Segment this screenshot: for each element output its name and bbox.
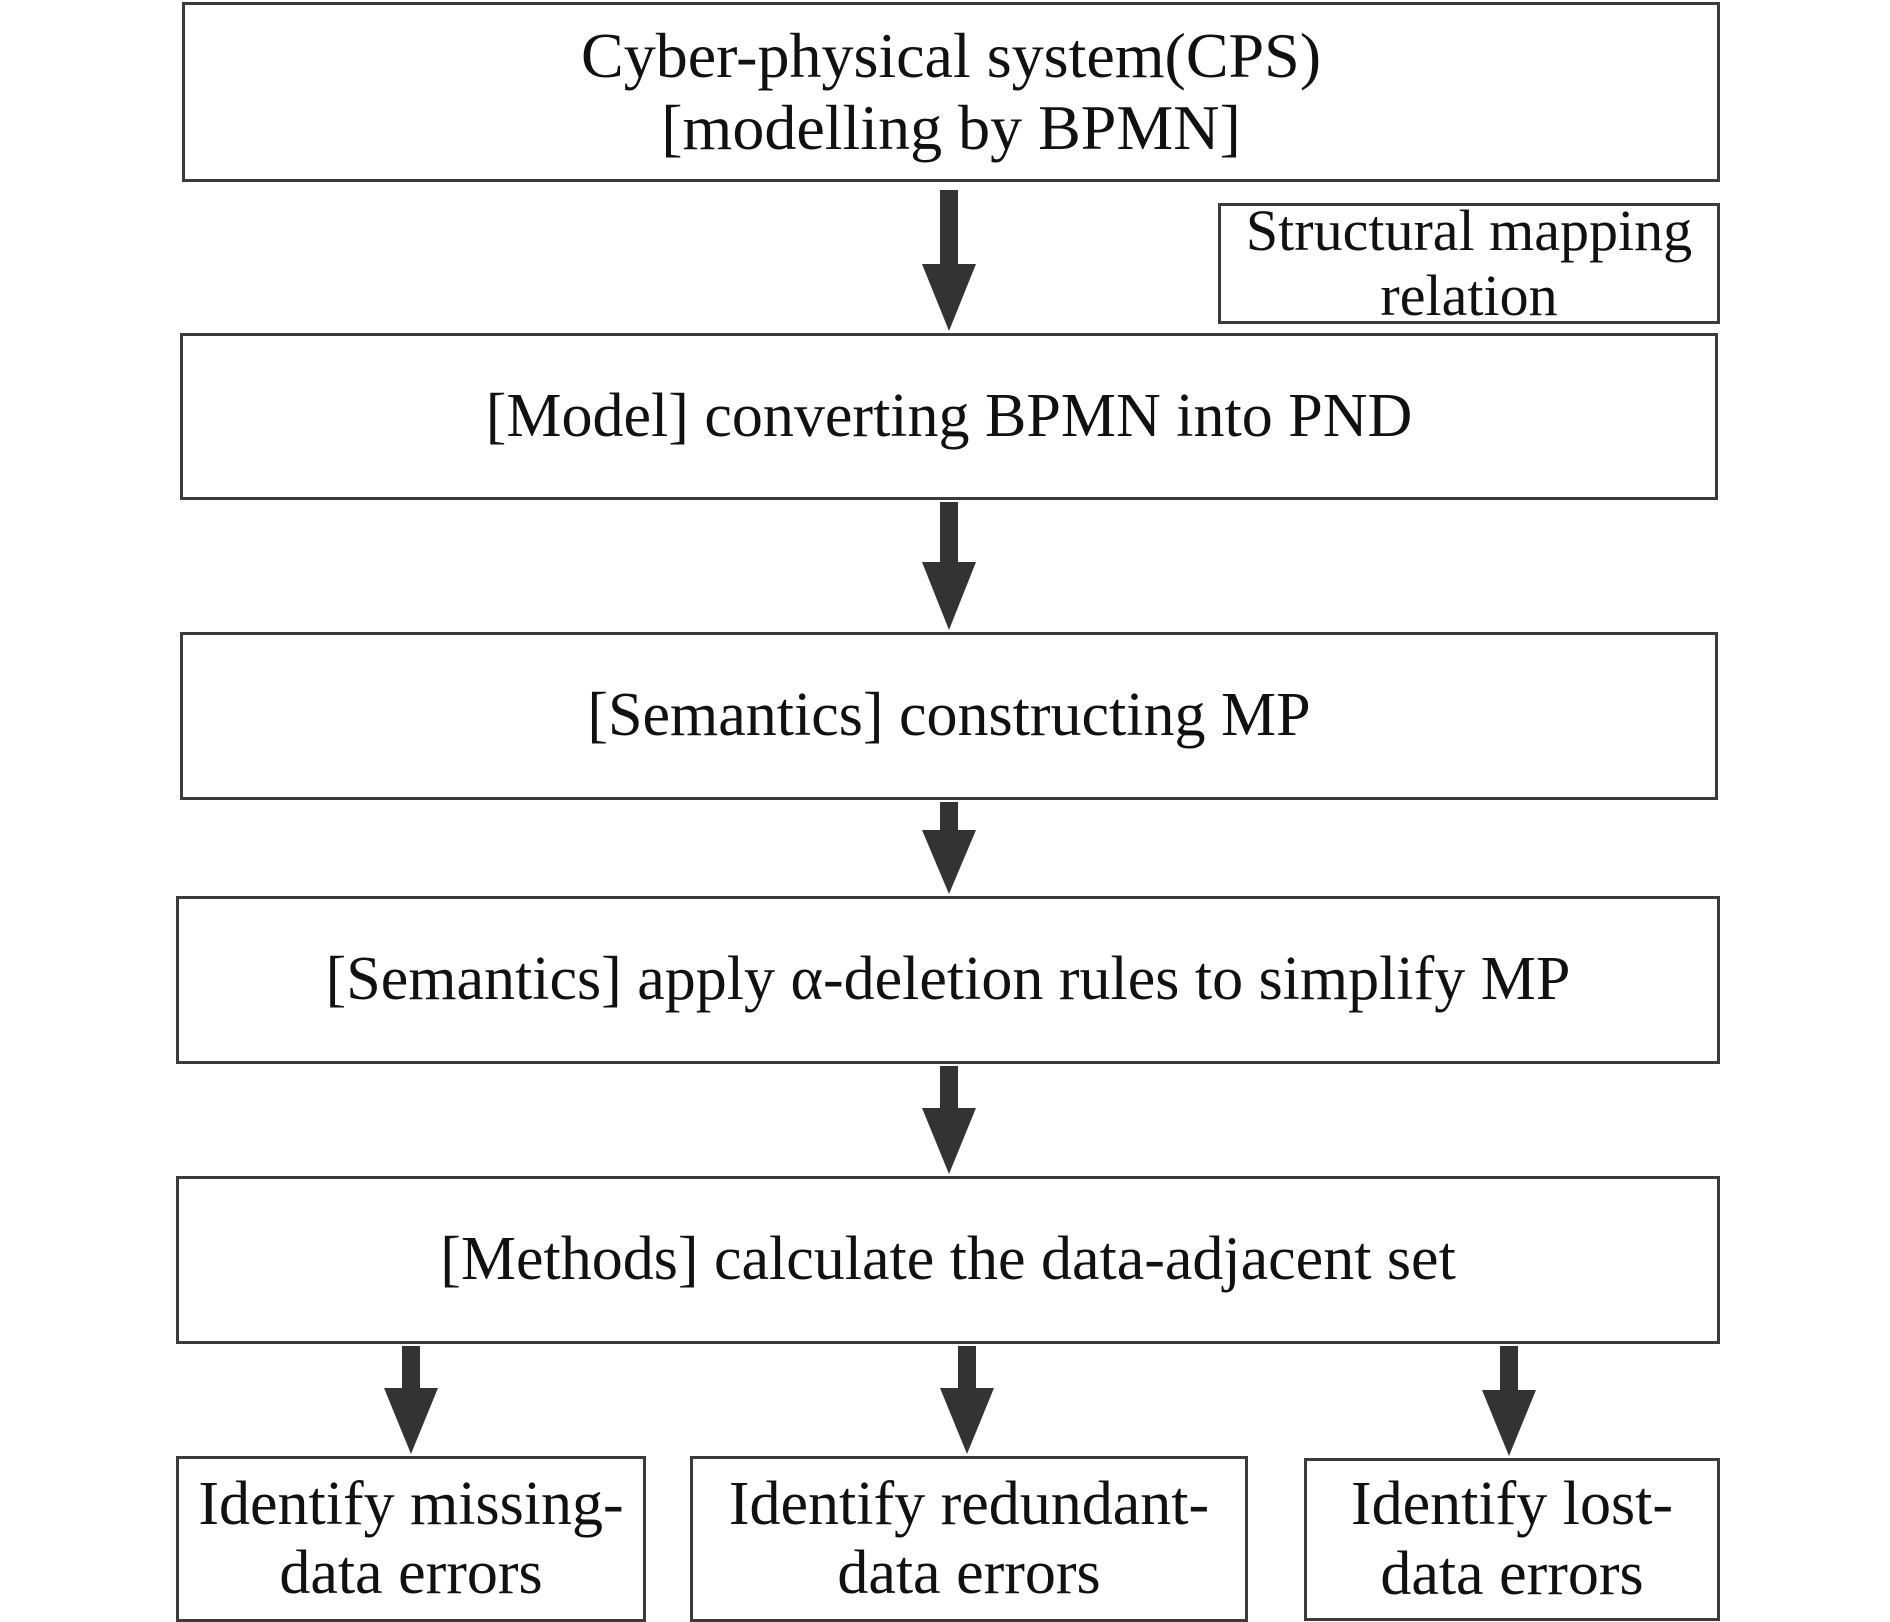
- step-model-convert-label: [Model] converting BPMN into PND: [485, 381, 1413, 450]
- arrow-down-icon: [940, 1346, 994, 1454]
- cps-subtitle: [modelling by BPMN]: [661, 92, 1241, 163]
- step-construct-mp-box: [Semantics] constructing MP: [180, 632, 1718, 800]
- step-model-convert-box: [Model] converting BPMN into PND: [180, 333, 1718, 500]
- cps-title: Cyber-physical system(CPS): [581, 20, 1321, 92]
- structural-mapping-line2: relation: [1380, 262, 1558, 328]
- arrow-down-icon: [922, 502, 976, 630]
- outcome-redundant-data-box: Identify redundant- data errors: [690, 1456, 1248, 1622]
- arrow-down-icon: [922, 802, 976, 894]
- arrow-down-icon: [1482, 1346, 1536, 1456]
- step-construct-mp-label: [Semantics] constructing MP: [587, 681, 1311, 750]
- step-data-adjacent-set-label: [Methods] calculate the data-adjacent se…: [440, 1225, 1456, 1294]
- cps-modelling-box: Cyber-physical system(CPS) [modelling by…: [182, 2, 1720, 182]
- outcome-lost-data-line1: Identify lost-: [1351, 1470, 1673, 1539]
- arrow-down-icon: [384, 1346, 438, 1454]
- outcome-redundant-data-line2: data errors: [837, 1539, 1101, 1607]
- outcome-missing-data-line1: Identify missing-: [198, 1469, 624, 1538]
- step-simplify-mp-label: [Semantics] apply α-deletion rules to si…: [325, 945, 1571, 1014]
- arrow-down-icon: [922, 190, 976, 331]
- arrow-down-icon: [922, 1066, 976, 1174]
- outcome-missing-data-box: Identify missing- data errors: [176, 1456, 646, 1622]
- step-data-adjacent-set-box: [Methods] calculate the data-adjacent se…: [176, 1176, 1720, 1344]
- step-simplify-mp-box: [Semantics] apply α-deletion rules to si…: [176, 896, 1720, 1064]
- structural-mapping-note: Structural mapping relation: [1218, 198, 1720, 327]
- outcome-missing-data-line2: data errors: [279, 1539, 543, 1607]
- outcome-lost-data-box: Identify lost- data errors: [1304, 1458, 1720, 1621]
- structural-mapping-line1: Structural mapping: [1245, 197, 1693, 263]
- outcome-lost-data-line2: data errors: [1380, 1539, 1644, 1608]
- outcome-redundant-data-line1: Identify redundant-: [728, 1469, 1210, 1538]
